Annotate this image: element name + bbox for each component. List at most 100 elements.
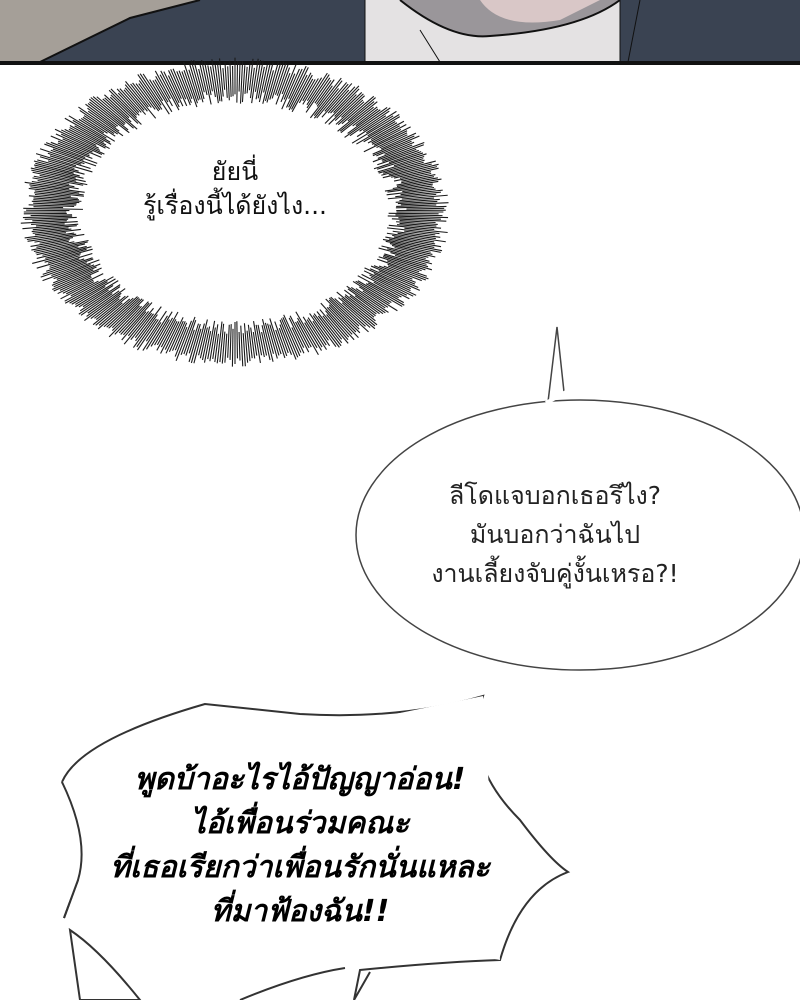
burst-line bbox=[130, 312, 153, 341]
burst-line bbox=[281, 68, 300, 110]
burst-line bbox=[135, 83, 156, 110]
burst-line bbox=[36, 255, 80, 269]
burst-line bbox=[134, 313, 154, 339]
burst-line bbox=[373, 126, 411, 146]
burst-line bbox=[170, 69, 188, 107]
burst-line bbox=[42, 257, 93, 275]
burst-line bbox=[306, 74, 330, 109]
burst-line bbox=[178, 70, 192, 103]
burst-line bbox=[136, 318, 157, 348]
burst-line bbox=[347, 288, 384, 315]
burst-line bbox=[373, 152, 424, 170]
burst-line bbox=[372, 141, 425, 163]
burst-line bbox=[269, 62, 282, 100]
burst-line bbox=[102, 98, 138, 130]
burst-line bbox=[255, 60, 264, 100]
burst-line bbox=[242, 333, 246, 367]
burst-line bbox=[24, 232, 66, 239]
burst-line bbox=[254, 59, 262, 92]
burst-line bbox=[378, 159, 425, 174]
burst-line bbox=[371, 128, 402, 145]
burst-line bbox=[78, 286, 121, 315]
burst-line bbox=[244, 66, 248, 94]
burst-line bbox=[402, 186, 435, 193]
burst-line bbox=[35, 162, 74, 174]
burst-line bbox=[154, 79, 169, 103]
burst-line bbox=[302, 79, 316, 102]
burst-line bbox=[339, 101, 378, 132]
burst-line bbox=[108, 298, 141, 329]
burst-line bbox=[22, 215, 73, 219]
burst-line bbox=[261, 325, 271, 361]
burst-line bbox=[90, 295, 121, 319]
burst-line bbox=[247, 324, 253, 359]
burst-line bbox=[392, 230, 441, 238]
burst-line bbox=[406, 207, 445, 210]
burst-line bbox=[325, 310, 350, 338]
burst-line bbox=[357, 275, 399, 299]
burst-line bbox=[117, 92, 140, 116]
burst-line bbox=[314, 79, 332, 104]
burst-line bbox=[121, 311, 147, 341]
burst-line bbox=[388, 151, 422, 163]
burst-line bbox=[78, 106, 118, 135]
burst-line bbox=[45, 142, 86, 158]
burst-line bbox=[387, 215, 449, 219]
burst-line bbox=[104, 97, 132, 123]
burst-line bbox=[75, 285, 106, 305]
burst-line bbox=[359, 110, 390, 132]
burst-line bbox=[95, 295, 126, 320]
burst-line bbox=[264, 322, 275, 354]
burst-line bbox=[201, 60, 212, 105]
burst-line bbox=[56, 264, 95, 280]
burst-line bbox=[337, 101, 365, 126]
burst-line bbox=[288, 74, 308, 111]
burst-line bbox=[306, 72, 328, 106]
burst-line bbox=[120, 302, 150, 335]
burst-line bbox=[386, 260, 420, 273]
burst-line bbox=[87, 103, 119, 127]
burst-line bbox=[261, 331, 268, 356]
burst-line bbox=[160, 319, 177, 348]
burst-line bbox=[176, 71, 191, 106]
burst-line bbox=[364, 267, 411, 290]
burst-line bbox=[50, 141, 93, 160]
burst-line bbox=[326, 307, 353, 335]
burst-line bbox=[349, 295, 376, 317]
burst-line bbox=[307, 317, 327, 346]
burst-line bbox=[138, 80, 161, 111]
burst-line bbox=[32, 225, 77, 231]
burst-line bbox=[28, 187, 84, 196]
text-line: ลีโดแจบอกเธอรึไง? bbox=[448, 481, 662, 510]
burst-line bbox=[333, 85, 360, 113]
burst-line bbox=[193, 323, 205, 364]
burst-line bbox=[167, 75, 184, 107]
burst-line bbox=[132, 82, 152, 108]
burst-line bbox=[281, 73, 291, 95]
burst-line bbox=[276, 64, 289, 96]
burst-line bbox=[84, 292, 122, 322]
burst-line bbox=[371, 124, 407, 144]
burst-line bbox=[367, 116, 401, 137]
burst-line bbox=[401, 173, 436, 182]
burst-line bbox=[381, 245, 429, 258]
burst-line bbox=[188, 69, 200, 101]
burst-line bbox=[356, 120, 396, 145]
burst-line bbox=[32, 228, 72, 234]
burst-line bbox=[116, 88, 140, 113]
burst-line bbox=[34, 228, 81, 236]
burst-line bbox=[123, 307, 154, 345]
burst-line bbox=[35, 153, 77, 167]
burst-line bbox=[399, 197, 435, 202]
burst-line bbox=[377, 144, 413, 159]
burst-line bbox=[275, 67, 291, 105]
burst-line bbox=[370, 276, 408, 296]
burst-line bbox=[207, 65, 213, 92]
burst-line bbox=[37, 180, 75, 188]
burst-line bbox=[288, 67, 309, 108]
burst-line bbox=[51, 262, 88, 277]
burst-line bbox=[104, 94, 130, 119]
burst-line bbox=[137, 74, 163, 110]
burst-line bbox=[39, 237, 74, 244]
